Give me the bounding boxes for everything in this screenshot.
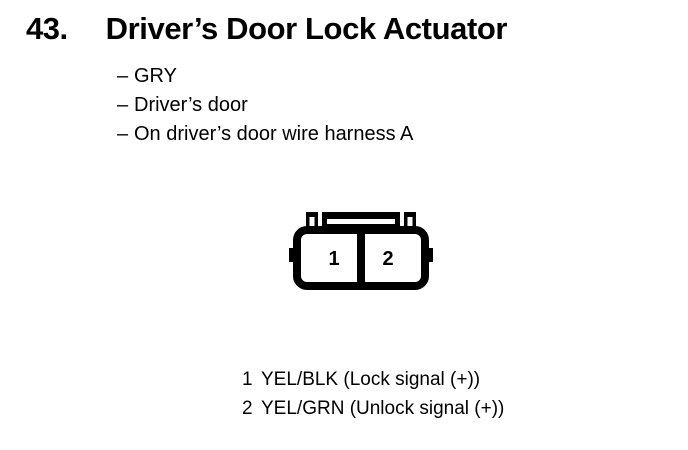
spec-item-label: On driver’s door wire harness A <box>134 123 414 145</box>
list-item: – On driver’s door wire harness A <box>117 120 413 149</box>
pin-legend-number: 2 <box>242 398 253 419</box>
pin-legend: 1 YEL/BLK (Lock signal (+)) 2 YEL/GRN (U… <box>242 365 504 423</box>
connector-outline-icon: 1 2 <box>289 212 433 290</box>
list-item: – Driver’s door <box>117 91 413 120</box>
dash-bullet-icon: – <box>117 65 129 87</box>
pin-legend-row: 2 YEL/GRN (Unlock signal (+)) <box>242 394 504 423</box>
spec-item-label: Driver’s door <box>134 94 248 116</box>
connector-latch-slot <box>327 219 395 224</box>
connector-cavity-1-number: 1 <box>328 248 339 270</box>
pin-legend-row: 1 YEL/BLK (Lock signal (+)) <box>242 365 504 394</box>
pin-legend-description: YEL/GRN (Unlock signal (+)) <box>261 398 505 419</box>
spec-item-label: GRY <box>134 65 177 87</box>
connector-cavity-divider <box>357 234 365 282</box>
pin-legend-description: YEL/BLK (Lock signal (+)) <box>261 369 481 390</box>
connector-right-post-slot <box>407 217 413 232</box>
specification-list: – GRY – Driver’s door – On driver’s door… <box>117 62 413 149</box>
connector-diagram: 1 2 <box>288 208 434 292</box>
heading-component-name: Driver’s Door Lock Actuator <box>105 11 508 46</box>
connector-left-post-slot <box>309 217 315 232</box>
page-title: 43. Driver’s Door Lock Actuator <box>26 13 507 44</box>
dash-bullet-icon: – <box>117 94 129 116</box>
connector-cavity-2-number: 2 <box>382 248 393 270</box>
heading-item-number: 43. <box>26 11 68 46</box>
list-item: – GRY <box>117 62 413 91</box>
dash-bullet-icon: – <box>117 123 129 145</box>
pin-legend-number: 1 <box>242 369 253 390</box>
